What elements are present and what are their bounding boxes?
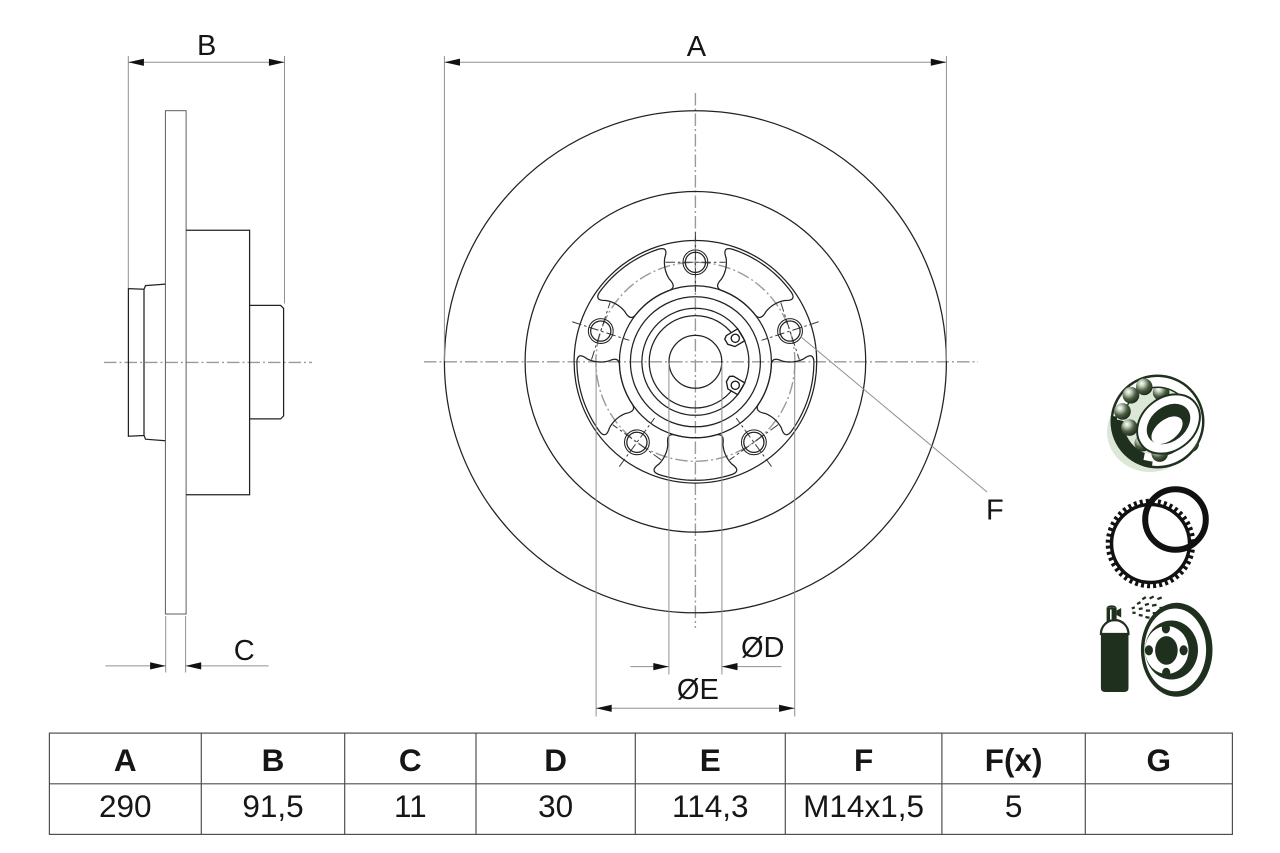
- svg-text:A: A: [687, 31, 707, 63]
- svg-text:ØE: ØE: [677, 674, 719, 706]
- svg-text:G: G: [1147, 742, 1172, 778]
- svg-text:B: B: [262, 742, 285, 778]
- svg-text:290: 290: [99, 788, 152, 824]
- svg-text:114,3: 114,3: [672, 788, 749, 824]
- svg-text:C: C: [234, 635, 255, 667]
- svg-text:A: A: [114, 742, 137, 778]
- svg-text:30: 30: [538, 788, 573, 824]
- svg-text:D: D: [544, 742, 567, 778]
- svg-text:F: F: [854, 742, 873, 778]
- svg-text:11: 11: [394, 788, 427, 824]
- svg-text:B: B: [197, 30, 216, 62]
- svg-text:F(x): F(x): [985, 742, 1043, 778]
- svg-text:F: F: [986, 494, 1004, 526]
- svg-text:C: C: [399, 742, 422, 778]
- svg-text:5: 5: [1005, 788, 1023, 824]
- svg-text:M14x1,5: M14x1,5: [803, 788, 924, 824]
- svg-text:91,5: 91,5: [242, 788, 303, 824]
- svg-text:E: E: [700, 742, 721, 778]
- svg-text:ØD: ØD: [741, 632, 785, 664]
